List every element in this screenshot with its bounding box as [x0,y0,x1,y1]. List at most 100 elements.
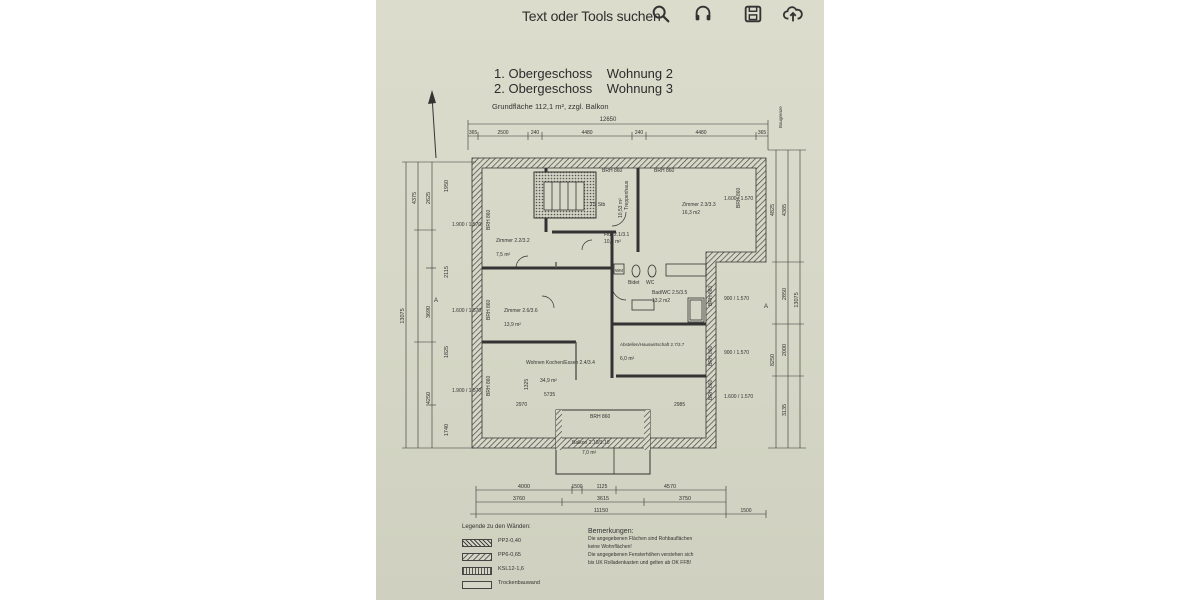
dim-top-4: 240 [635,130,644,136]
section-a-right: A [764,304,768,310]
dim-top-1: 2500 [497,130,508,136]
dim-top-5: 4480 [695,130,706,136]
top-dimension-chain [467,120,769,150]
legend-label: KSL12-1,6 [498,566,524,572]
brh-label-4: BRH 860 [602,168,623,174]
dim-bottom-row1-2: 1125 [597,484,608,490]
dim-bottom-row2-2: 3750 [679,496,691,502]
dim-bottom-row2-1: 3615 [597,496,609,502]
legend-label: PP6-0,65 [498,552,521,558]
legend-item: Trockenbauwand [462,580,592,589]
legend-label: PP2-0,40 [498,538,521,544]
right-dimension-chain [768,149,806,449]
dim-left-5: 3690 [426,306,432,318]
brh-label-3: BRH 860 [486,375,492,396]
brh-label-7: BRH 860 [708,285,714,306]
dim-left-1: 4375 [412,192,418,204]
legend-swatch [462,553,492,561]
cloud-upload-icon[interactable] [782,3,804,25]
dim-right-3: 2850 [782,288,788,300]
window-left-0: 1.900 / 1.570 [452,222,481,228]
plan-subtitle: Grundfläche 112,1 m², zzgl. Balkon [492,102,609,111]
window-left-2: 1.900 / 1.570 [452,388,481,394]
inner-walls [482,168,706,378]
brh-label-5: BRH 860 [654,168,675,174]
room-2-4-area: 34,9 m² [540,378,557,384]
brh-label-2: BRH 860 [486,299,492,320]
north-arrow-icon [428,90,437,159]
dim-right-5: 2000 [782,344,788,356]
room-flur-id: Flur 2.1/3.1 [604,232,630,238]
room-2-2-name: Zimmer 2.2/3.2 [496,238,530,244]
wm-label: WM [615,268,623,273]
dim-top-6: 365 [758,130,767,136]
notes-line: keine Wohnflächen! [588,544,632,550]
ts-stb-label: TS Stb [590,202,606,208]
left-dimension-chain [402,161,476,449]
dim-right-1: 4825 [770,204,776,216]
brh-label-10: BRH 860 [590,414,611,420]
room-balcony-area: 7,0 m² [582,450,597,456]
balcony [555,409,651,475]
room-flur-area: 10,3 m² [604,239,621,245]
dim-total-top: 12650 [600,117,617,123]
dim-left-0: 13075 [400,308,406,323]
dim-left-3: 1950 [444,180,450,192]
search-icon[interactable] [650,3,672,25]
room-2-6-area: 13,9 m² [504,322,521,328]
room-2-3-name: Zimmer 2.3/3.3 [682,202,716,208]
room-balcony-name: Balkon 2.10/3.10 [572,440,610,446]
notes-title: Bemerkungen: [588,528,634,535]
dim-left-6: 1825 [444,346,450,358]
room-2-5-name: Bad/WC 2.5/3.5 [652,290,688,296]
room-2-7-name: Abstellen/Hauswirtschaft 2.7/3.7 [620,342,685,347]
window-right-3: 1.600 / 1.570 [724,394,753,400]
dim-right-2: 4385 [782,204,788,216]
dim-bottom-row2-0: 3760 [513,496,525,502]
plan-notes: Bemerkungen: Die angegebenen Flächen sin… [588,528,728,567]
window-left-1: 1.600 / 1.570 [452,308,481,314]
app-toolbar: Text oder Tools suchen [376,0,824,34]
room-2-7-area: 6,0 m² [620,356,635,362]
title-line-1: 1. Obergeschoss Wohnung 2 [494,66,673,81]
dim-bottom-row1-1: 1500 [571,484,582,490]
legend-item: KSL12-1,6 [462,566,592,575]
dim-bottom-total: 11150 [594,508,608,514]
brh-label-1: BRH 860 [486,209,492,230]
room-2-5-area: 13,2 m2 [652,298,670,304]
dim-right-0: 13075 [794,292,800,307]
legend-swatch [462,581,492,589]
save-icon[interactable] [742,3,764,25]
dim-bottom-extra: 1500 [740,508,751,514]
inner-dim-3: 1325 [524,379,530,390]
floor-plan-drawing: 12650 365 2500 240 4480 240 4480 365 Bau… [400,90,806,518]
brh-label-9: BRH 860 [708,379,714,400]
room-2-3-area: 16,3 m2 [682,210,700,216]
dim-top-2: 240 [531,130,540,136]
partition-walls [555,262,577,380]
dim-bottom-row1-3: 4570 [664,484,676,490]
bathroom-fixtures [613,263,707,323]
legend-item: PP6-0,65 [462,552,592,561]
inner-dim-0: 2970 [516,402,527,408]
treppenhaus-label: Treppenhaus [624,180,630,210]
legend-label: Trockenbauwand [498,580,540,586]
legend-swatch [462,539,492,547]
search-tools-label[interactable]: Text oder Tools suchen [522,8,661,24]
room-2-6-name: Zimmer 2.6/3.6 [504,308,538,314]
window-right-1: 900 / 1.570 [724,296,749,302]
dim-left-7: 4250 [426,392,432,404]
inner-dim-2: 2985 [674,402,685,408]
notes-line: Die angegebenen Fensterhöhen verstehen s… [588,552,694,558]
dim-top-0: 365 [469,130,478,136]
dim-left-2: 2625 [426,192,432,204]
bidet-label: Bidet [628,280,640,286]
baugrenze-label: Baugrenze [778,106,783,128]
bottom-dimension-chain [470,486,767,518]
headphones-icon[interactable] [692,3,714,25]
brh-label-8: BRH 860 [708,345,714,366]
dim-left-8: 1740 [444,424,450,436]
photo-of-screen: Text oder Tools suchen 1. Obergeschoss W… [376,0,824,600]
stair-area-label: 10,53 m² [618,198,624,218]
